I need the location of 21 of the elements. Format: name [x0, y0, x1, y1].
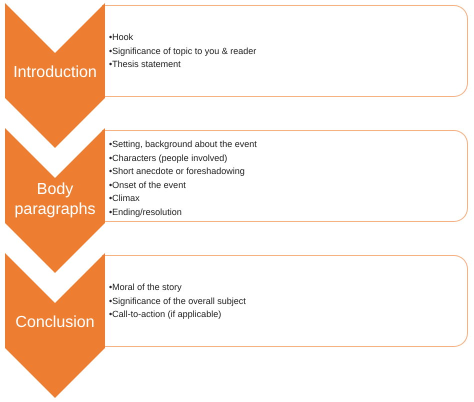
chevron-shape	[5, 128, 105, 273]
bullet-item: •Thesis statement	[109, 58, 181, 72]
bullet-item: •Characters (people involved)	[109, 152, 228, 165]
bullet-item: •Short anecdote or foreshadowing	[109, 165, 245, 178]
bullet-item: •Ending/resolution	[109, 206, 182, 219]
section-heading: Introduction	[12, 63, 98, 83]
chevron-shape	[5, 253, 105, 398]
chevron-shape	[5, 3, 105, 148]
content-box	[102, 5, 468, 97]
bullet-item: •Call-to-action (if applicable)	[109, 308, 222, 322]
section-heading: Conclusion	[14, 313, 96, 333]
section-heading: Body paragraphs	[14, 180, 96, 220]
bullet-item: •Onset of the event	[109, 178, 186, 192]
content-box	[102, 130, 468, 222]
bullet-item: •Hook	[109, 31, 134, 44]
bullet-item: •Significance of topic to you & reader	[109, 44, 256, 58]
bullet-item: •Moral of the story	[109, 281, 182, 294]
bullet-item: •Climax	[109, 192, 140, 206]
bullet-item: •Setting, background about the event	[109, 138, 257, 151]
bullet-item: •Significance of the overall subject	[109, 294, 246, 308]
content-box	[102, 255, 468, 347]
